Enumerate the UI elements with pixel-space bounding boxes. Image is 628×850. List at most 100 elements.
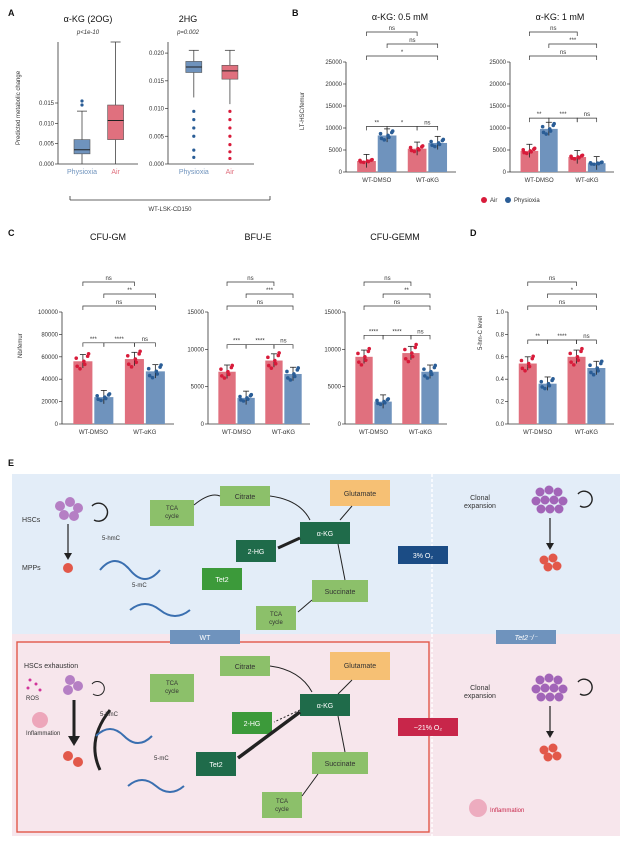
data-point [425, 376, 430, 380]
exhausted-progeny [63, 751, 83, 767]
data-point [361, 160, 366, 165]
data-point [146, 366, 151, 371]
data-point [129, 365, 134, 369]
hsc-cluster [55, 497, 83, 521]
y-tick-label: 60000 [41, 355, 58, 361]
significance-bracket [363, 334, 384, 340]
data-point [430, 143, 434, 148]
data-point [436, 141, 441, 145]
data-point [266, 355, 270, 360]
x-category-label: WT-DMSO [362, 178, 391, 184]
y-tick-label: 0.015 [149, 79, 165, 85]
significance-label: ** [127, 288, 132, 294]
panel-b-ylabel: LT-HSC/femur [300, 92, 306, 130]
citrate-label-bottom: Citrate [235, 664, 256, 671]
data-point [539, 379, 544, 384]
data-point [363, 355, 367, 359]
data-point [82, 362, 87, 367]
bar-air [218, 371, 236, 424]
bar-physioxia [377, 135, 397, 172]
significance-label: ** [374, 120, 379, 126]
data-point [408, 145, 413, 150]
data-point [440, 138, 445, 143]
y-tick-label: 5000 [329, 148, 343, 154]
data-point [134, 360, 139, 365]
significance-bracket [363, 281, 412, 286]
significance-bracket [576, 339, 597, 344]
bar-physioxia [587, 368, 606, 424]
significance-label: ** [537, 112, 542, 118]
citrate-box [220, 486, 270, 506]
panel-d-ylabel: 5-hm-C level [478, 316, 484, 350]
chart-title: BFU-E [245, 232, 272, 242]
data-point [102, 395, 107, 399]
bar-physioxia [421, 371, 439, 424]
data-point [96, 397, 100, 402]
box-air [221, 64, 239, 80]
tet2ko-label: Tet2⁻/⁻ [515, 635, 539, 642]
significance-bracket [363, 305, 431, 310]
inflammation-glow-right [469, 799, 487, 817]
panel-c-chart-cfu-gm: CFU-GM 020000400006000080000100000WT-DMS… [38, 232, 174, 436]
significance-bracket [226, 344, 247, 349]
outlier-point [228, 118, 232, 122]
outlier-point [192, 155, 196, 159]
data-point [523, 368, 527, 373]
outlier-point [80, 103, 84, 107]
data-point [386, 133, 390, 138]
bar-physioxia [428, 142, 448, 172]
data-point [375, 398, 379, 403]
box-air [107, 104, 124, 140]
y-tick-label: 15000 [489, 104, 506, 110]
bar-air [520, 150, 539, 172]
significance-bracket [366, 31, 418, 36]
data-point [357, 360, 361, 364]
y-tick-label: 20000 [325, 82, 342, 88]
akg-label: α-KG [317, 531, 334, 538]
bar-air [355, 356, 373, 424]
x-category-label: WT-αKG [575, 430, 598, 436]
significance-bracket [226, 305, 294, 310]
data-point [74, 356, 79, 360]
data-point [99, 398, 103, 403]
data-point [154, 369, 159, 374]
bar-air [567, 356, 586, 424]
data-point [158, 365, 162, 369]
clonal-cluster-top [531, 485, 568, 514]
data-point [422, 367, 426, 371]
x-category-label: WT-αKG [409, 430, 432, 436]
outlier-point [192, 148, 196, 152]
chart-title: CFU-GEMM [370, 232, 420, 242]
mpp-cell [63, 563, 73, 573]
data-point [245, 396, 249, 400]
y-tick-label: 0 [201, 422, 205, 428]
y-tick-label: 0.2 [496, 400, 505, 406]
significance-label: ns [550, 26, 556, 32]
data-point [522, 150, 526, 155]
tet2-label-bottom: Tet2 [209, 762, 222, 769]
y-tick-label: 0 [55, 422, 59, 428]
data-point [409, 148, 414, 153]
data-point [82, 359, 86, 364]
y-tick-label: 10000 [325, 126, 342, 132]
significance-label: *** [266, 288, 274, 294]
bar-air [407, 148, 427, 172]
data-point [248, 393, 253, 398]
y-tick-label: 0.005 [149, 134, 165, 140]
data-point [269, 366, 274, 370]
data-point [541, 130, 546, 135]
significance-bracket [103, 342, 135, 347]
y-tick-label: 0.6 [496, 355, 505, 361]
significance-bracket [366, 126, 388, 131]
significance-bracket [134, 342, 156, 347]
data-point [591, 372, 596, 377]
outlier-point [192, 134, 196, 138]
y-tick-label: 0.8 [496, 332, 505, 338]
y-tick-label: 0.000 [39, 162, 55, 168]
y-tick-label: 0.0 [496, 422, 505, 428]
chart-title: α-KG: 1 mM [536, 12, 585, 22]
significance-bracket [527, 281, 577, 286]
2hg-label: 2-HG [248, 549, 265, 556]
y-tick-label: 0.010 [149, 107, 165, 113]
